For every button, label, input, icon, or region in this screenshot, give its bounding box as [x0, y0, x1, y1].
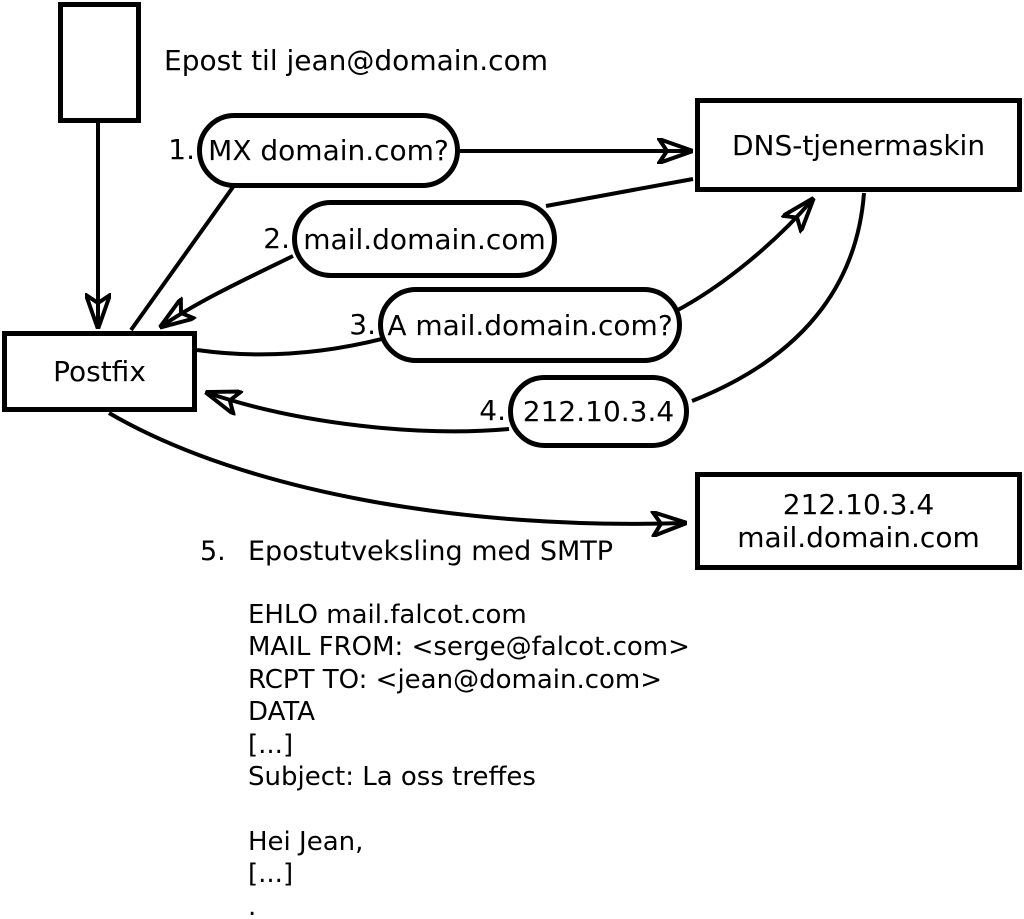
- exchange-3-a-query-oval: A mail.domain.com?: [378, 287, 682, 363]
- email-envelope-box: [58, 2, 141, 123]
- smtp-line-ellipsis-1: [...]: [248, 729, 294, 760]
- exchange-2-number: 2.: [263, 222, 290, 255]
- step-5-label: Epostutveksling med SMTP: [248, 536, 614, 567]
- smtp-line-blank: [248, 793, 690, 825]
- exchange-1-number: 1.: [168, 133, 195, 166]
- exchange-2-label: mail.domain.com: [303, 222, 546, 256]
- smtp-line-ehlo: EHLO mail.falcot.com: [248, 600, 527, 630]
- smtp-line-data: DATA: [248, 697, 315, 728]
- exchange-1-mx-query-oval: MX domain.com?: [197, 113, 460, 188]
- arrow-a-query-to-dns: [673, 200, 812, 314]
- smtp-line-ellipsis-2: [...]: [248, 859, 294, 890]
- exchange-2-mx-reply-oval: mail.domain.com: [292, 200, 557, 278]
- smtp-line-end-dot: .: [248, 891, 257, 919]
- smtp-line-greeting: Hei Jean,: [248, 826, 364, 857]
- smtp-session-transcript: EHLO mail.falcot.com MAIL FROM: <serge@f…: [248, 599, 690, 919]
- exchange-4-number: 4.: [479, 394, 506, 427]
- mail-server-box: 212.10.3.4 mail.domain.com: [695, 472, 1022, 570]
- smtp-line-subject: Subject: La oss treffes: [248, 761, 536, 792]
- mail-server-label: 212.10.3.4 mail.domain.com: [737, 488, 979, 554]
- exchange-4-label: 212.10.3.4: [522, 395, 675, 428]
- exchange-3-label: A mail.domain.com?: [387, 308, 673, 342]
- dns-server-box: DNS-tjenermaskin: [695, 98, 1022, 192]
- email-title: Epost til jean@domain.com: [164, 44, 548, 77]
- step-5-number: 5.: [200, 536, 226, 567]
- exchange-3-number: 3.: [349, 308, 376, 341]
- dns-server-label: DNS-tjenermaskin: [731, 128, 986, 162]
- smtp-line-mail-from: MAIL FROM: <serge@falcot.com>: [248, 632, 690, 663]
- mail-server-ip: 212.10.3.4: [782, 488, 935, 521]
- arrow-postfix-to-mailserver-smtp: [107, 411, 684, 524]
- mail-server-hostname: mail.domain.com: [737, 521, 980, 554]
- exchange-4-a-reply-oval: 212.10.3.4: [508, 375, 689, 448]
- exchange-1-label: MX domain.com?: [208, 134, 449, 167]
- line-dns-to-mx-reply: [545, 177, 694, 208]
- arrow-mx-reply-to-postfix: [162, 254, 294, 326]
- postfix-label: Postfix: [53, 355, 146, 388]
- postfix-box: Postfix: [2, 331, 197, 412]
- line-postfix-to-mx-query: [129, 185, 235, 332]
- arrow-a-reply-to-postfix: [208, 393, 510, 434]
- line-dns-to-a-reply: [691, 192, 866, 403]
- smtp-line-rcpt-to: RCPT TO: <jean@domain.com>: [248, 664, 663, 695]
- line-postfix-to-a-query: [196, 337, 383, 357]
